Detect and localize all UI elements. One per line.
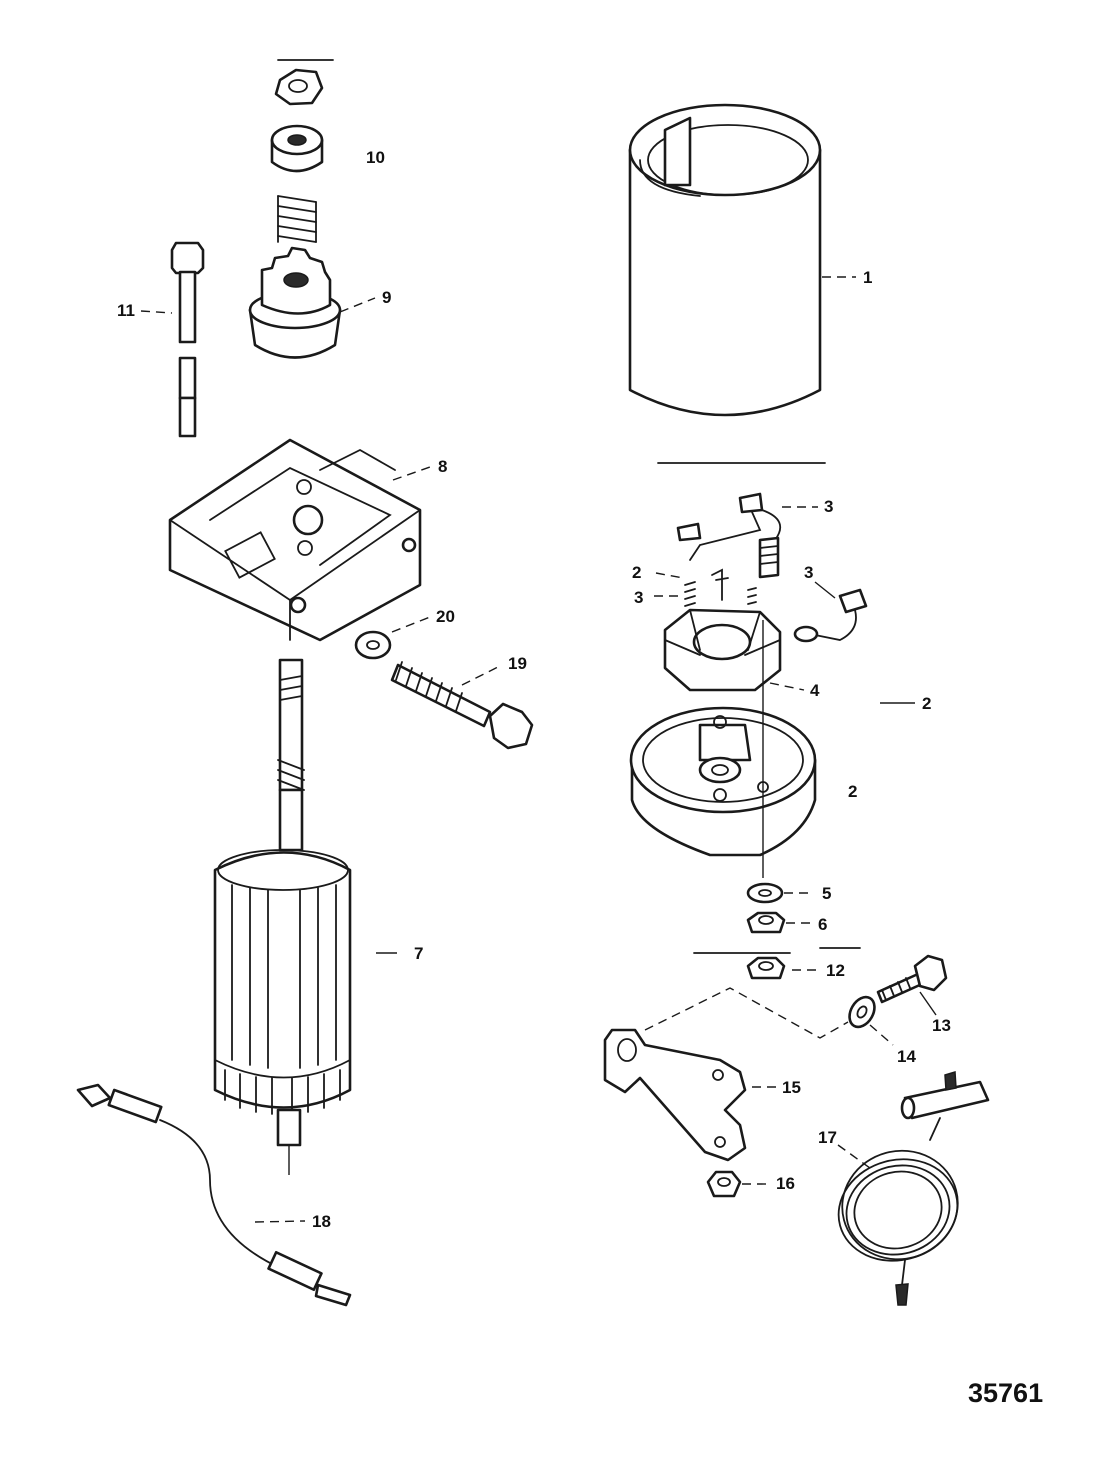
brush-set xyxy=(657,462,868,643)
armature xyxy=(213,658,352,1175)
callout-13: 13 xyxy=(932,1016,951,1035)
callout-20: 20 xyxy=(436,607,455,626)
callout-3b: 3 xyxy=(804,563,813,582)
brush-holder xyxy=(663,608,782,692)
drive-pinion xyxy=(248,246,342,359)
callout-6: 6 xyxy=(818,915,827,934)
callout-14: 14 xyxy=(897,1047,916,1066)
callout-18: 18 xyxy=(312,1212,331,1231)
nut-16 xyxy=(706,1170,742,1198)
callout-10: 10 xyxy=(366,148,385,167)
callout-2a: 2 xyxy=(922,694,931,713)
figure-number: 35761 xyxy=(968,1378,1044,1408)
mounting-hardware xyxy=(644,947,948,1039)
starter-housing xyxy=(628,103,822,417)
drive-hardware-stack xyxy=(270,59,334,243)
callout-2b: 2 xyxy=(848,782,857,801)
callouts: 1 2 2 2 3 3 3 4 5 6 7 8 9 10 11 12 13 14 xyxy=(117,148,951,1231)
callout-15: 15 xyxy=(782,1078,801,1097)
mounting-bracket xyxy=(603,1028,747,1162)
nut-6 xyxy=(746,911,786,934)
callout-11: 11 xyxy=(117,301,135,320)
callout-2c: 2 xyxy=(632,563,641,582)
screw-19 xyxy=(390,661,534,750)
drive-end-cap xyxy=(168,438,422,642)
callout-5: 5 xyxy=(822,884,831,903)
commutator-end-cap xyxy=(629,620,817,878)
callout-4: 4 xyxy=(810,681,820,700)
washer-5 xyxy=(746,882,784,904)
wiring-harness xyxy=(837,1071,990,1306)
callout-1: 1 xyxy=(863,268,872,287)
callout-3a: 3 xyxy=(824,497,833,516)
callout-17: 17 xyxy=(818,1128,837,1147)
through-bolt xyxy=(170,241,205,438)
washer-20 xyxy=(354,630,392,660)
callout-12: 12 xyxy=(826,961,845,980)
callout-16: 16 xyxy=(776,1174,795,1193)
callout-9: 9 xyxy=(382,288,391,307)
callout-3c: 3 xyxy=(634,588,643,607)
callout-7: 7 xyxy=(414,944,423,963)
cable-lead xyxy=(76,1083,352,1307)
callout-19: 19 xyxy=(508,654,527,673)
callout-8: 8 xyxy=(438,457,447,476)
